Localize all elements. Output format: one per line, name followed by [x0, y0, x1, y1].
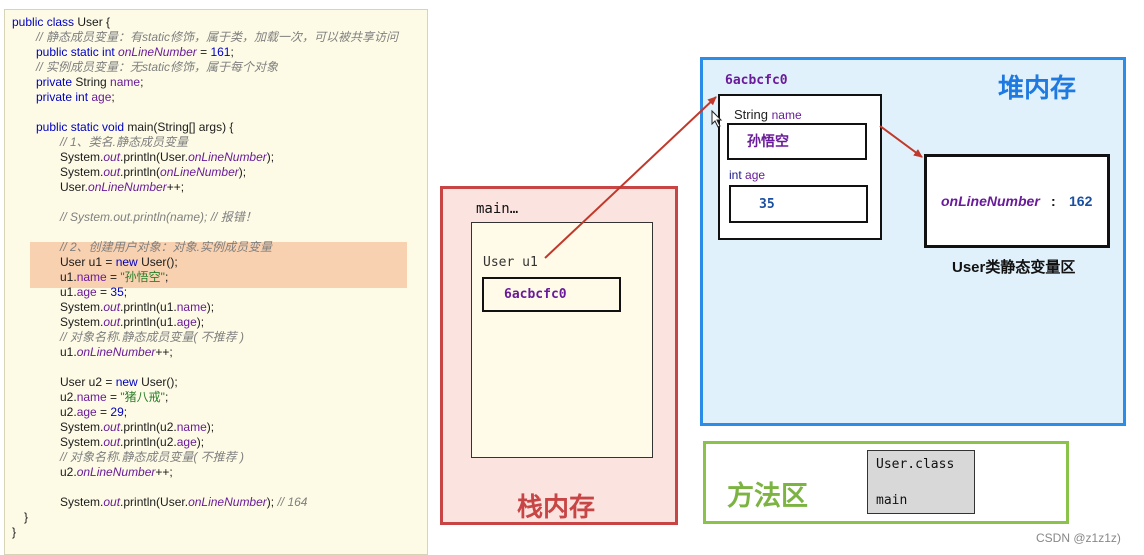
- code-line-print-u1-age: System.out.println(u1.age);: [60, 315, 205, 329]
- code-line-name-field: private String name;: [36, 75, 144, 89]
- code-line-u1-incr: u1.onLineNumber++;: [60, 345, 173, 359]
- code-comment-4: // 对象名称.静态成员变量( 不推荐 ): [60, 450, 244, 464]
- code-line-new-u1: User u1 = new User();: [60, 255, 178, 269]
- code-line-close-class: }: [12, 525, 17, 539]
- name-field-name: name: [771, 108, 802, 122]
- name-field-label: String name: [734, 107, 802, 122]
- name-field-type: String: [734, 107, 768, 122]
- age-field-name: age: [745, 168, 766, 182]
- static-area-label: User类静态变量区: [952, 259, 1076, 276]
- main-method-name: main: [876, 493, 908, 508]
- main-stack-frame: [471, 222, 653, 458]
- code-line-print-u2-age: System.out.println(u2.age);: [60, 435, 205, 449]
- u1-address-value: 6acbcfc0: [504, 287, 567, 302]
- code-comment-error: // System.out.println(name); // 报错！: [60, 210, 257, 224]
- code-line-u1-age: u1.age = 35;: [60, 285, 128, 299]
- u1-variable-label: User u1: [483, 255, 538, 270]
- code-line-class-decl: public class User {: [12, 15, 111, 29]
- code-line-u2-name: u2.name = "猪八戒";: [60, 390, 169, 404]
- stack-title: 栈内存: [517, 492, 596, 522]
- user-class-name: User.class: [876, 457, 955, 472]
- code-comment-2: // 2、创建用户对象：对象.实例成员变量: [60, 240, 273, 254]
- code-line-u2-incr: u2.onLineNumber++;: [60, 465, 173, 479]
- user-class-box: [867, 450, 975, 514]
- code-comment-3: // 对象名称.静态成员变量( 不推荐 ): [60, 330, 244, 344]
- watermark: CSDN @z1z1z): [1036, 531, 1121, 545]
- mouse-cursor-icon: [711, 109, 723, 128]
- code-line-print-2: System.out.println(onLineNumber);: [60, 165, 247, 179]
- age-field-label: int age: [729, 168, 765, 182]
- heap-object-address: 6acbcfc0: [725, 73, 788, 88]
- name-field-box: [727, 123, 867, 160]
- code-line-new-u2: User u2 = new User();: [60, 375, 178, 389]
- age-field-box: [729, 185, 868, 223]
- age-field-value: 35: [759, 197, 775, 212]
- code-line-main: public static void main(String[] args) {: [36, 120, 234, 134]
- code-line-print-u1-name: System.out.println(u1.name);: [60, 300, 215, 314]
- stack-to-heap-arrow: [544, 96, 717, 259]
- code-line-age-field: private int age;: [36, 90, 115, 104]
- code-line-print-u2-name: System.out.println(u2.name);: [60, 420, 215, 434]
- name-field-value: 孙悟空: [747, 133, 789, 149]
- code-highlight: [30, 242, 407, 288]
- code-line-u2-age: u2.age = 29;: [60, 405, 128, 419]
- code-line-incr-1: User.onLineNumber++;: [60, 180, 185, 194]
- code-line-print-1: System.out.println(User.onLineNumber);: [60, 150, 275, 164]
- age-field-type: int: [729, 168, 742, 182]
- heap-title: 堆内存: [998, 73, 1077, 103]
- object-to-static-arrow: [879, 125, 923, 158]
- code-line-static-field: public static int onLineNumber = 161;: [36, 45, 234, 59]
- code-comment-1: // 1、类名.静态成员变量: [60, 135, 189, 149]
- method-area-title: 方法区: [727, 481, 808, 511]
- code-comment-instance: // 实例成员变量：无static修饰，属于每个对象: [36, 60, 279, 74]
- code-line-close-main: }: [24, 510, 29, 524]
- static-variable-colon: :: [1051, 193, 1056, 209]
- u1-variable-box: [482, 277, 621, 312]
- code-line-u1-name: u1.name = "孙悟空";: [60, 270, 169, 284]
- static-variable-name: onLineNumber: [941, 193, 1040, 209]
- code-comment-static: // 静态成员变量：有static修饰，属于类，加载一次，可以被共享访问: [36, 30, 399, 44]
- main-frame-label: main…: [476, 201, 519, 217]
- static-variable-value: 162: [1069, 193, 1093, 209]
- code-line-final-print: System.out.println(User.onLineNumber); /…: [60, 495, 308, 509]
- static-variable-box: [924, 154, 1110, 248]
